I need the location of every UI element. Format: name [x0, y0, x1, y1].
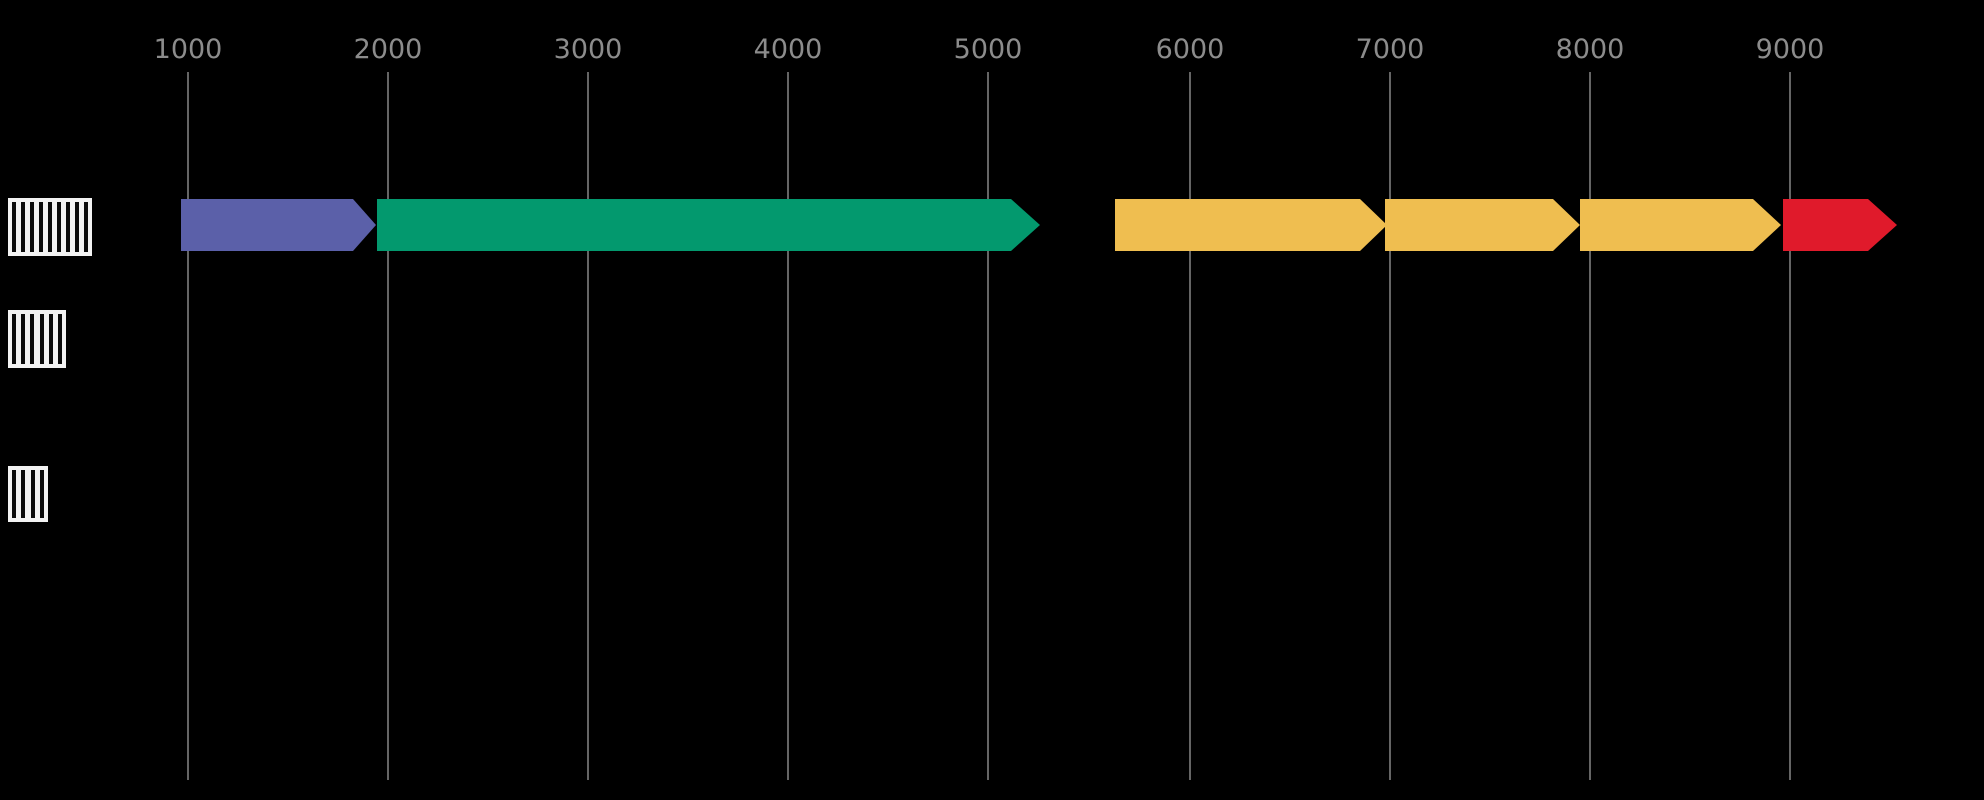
feature-yellow-3[interactable] — [1580, 199, 1781, 251]
axis-tick-label: 9000 — [1755, 34, 1825, 65]
redaction-bar — [84, 202, 88, 252]
redaction-bar — [21, 314, 26, 364]
redaction-bar — [48, 202, 52, 252]
axis-tick-label: 6000 — [1155, 34, 1225, 65]
redaction-bar — [39, 470, 44, 518]
redaction-bar — [57, 202, 61, 252]
track-label-3 — [8, 466, 48, 522]
axis-tick-label: 1000 — [153, 34, 223, 65]
redaction-bar — [12, 470, 16, 518]
gridline-8000 — [1589, 72, 1591, 780]
redaction-bar — [21, 470, 26, 518]
redaction-bar — [39, 202, 43, 252]
feature-red[interactable] — [1783, 199, 1897, 251]
axis-tick-label: 8000 — [1555, 34, 1625, 65]
feature-purple[interactable] — [181, 199, 376, 251]
redaction-bar — [30, 314, 35, 364]
gridline-4000 — [787, 72, 789, 780]
redaction-bar — [30, 470, 35, 518]
axis-tick-label: 3000 — [553, 34, 623, 65]
gridline-3000 — [587, 72, 589, 780]
feature-yellow-2[interactable] — [1385, 199, 1580, 251]
gridline-7000 — [1389, 72, 1391, 780]
axis-tick-label: 5000 — [953, 34, 1023, 65]
redaction-bar — [75, 202, 79, 252]
feature-yellow-1[interactable] — [1115, 199, 1387, 251]
axis-tick-label: 7000 — [1355, 34, 1425, 65]
redaction-bar — [12, 202, 16, 252]
feature-green[interactable] — [377, 199, 1040, 251]
redaction-bar — [39, 314, 44, 364]
redaction-bar — [12, 314, 16, 364]
track-label-2 — [8, 310, 66, 368]
redaction-bar — [48, 314, 53, 364]
gridline-1000 — [187, 72, 189, 780]
redaction-bar — [21, 202, 25, 252]
gridline-6000 — [1189, 72, 1191, 780]
gridline-9000 — [1789, 72, 1791, 780]
axis-tick-label: 2000 — [353, 34, 423, 65]
gridline-2000 — [387, 72, 389, 780]
track-label-1 — [8, 198, 92, 256]
gridline-5000 — [987, 72, 989, 780]
redaction-bar — [66, 202, 70, 252]
axis-tick-label: 4000 — [753, 34, 823, 65]
redaction-bar — [30, 202, 34, 252]
redaction-bar — [57, 314, 62, 364]
